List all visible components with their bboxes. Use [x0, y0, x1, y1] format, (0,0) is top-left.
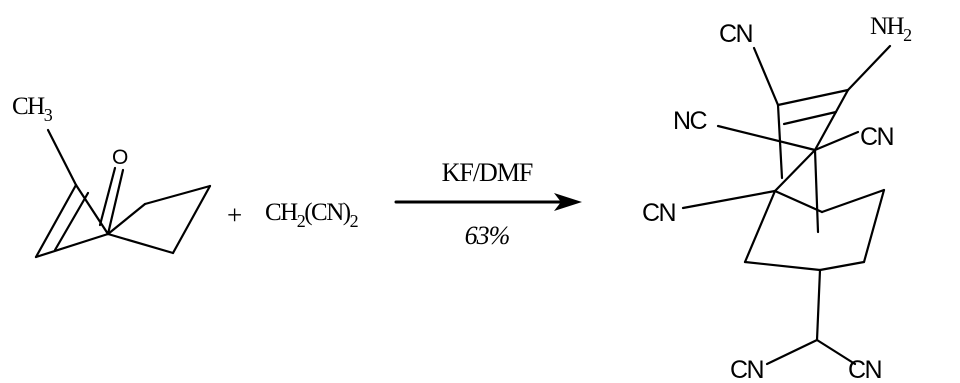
malononitrile-formula: CH2(CN)2	[265, 199, 358, 231]
amine-label: NH2	[870, 13, 911, 45]
reaction-yield: 63%	[465, 221, 510, 250]
carbonyl-oxygen-label: O	[112, 146, 128, 169]
cn-label-top: CN	[719, 20, 753, 48]
product-molecule: CN NH2 NC CN CN CN CN	[642, 13, 913, 383]
reaction-conditions: KF/DMF	[442, 158, 533, 187]
reaction-arrow	[394, 193, 582, 211]
cn-label-bottom-right: CN	[848, 356, 882, 383]
reactant-molecule: CH3 O	[12, 93, 212, 259]
cn-label-bottom-left: CN	[730, 356, 764, 383]
methyl-label: CH3	[12, 93, 53, 125]
product-bonds	[681, 44, 892, 366]
cn-label-right: CN	[860, 123, 894, 151]
reactant-bonds	[34, 128, 212, 259]
plus-sign: +	[227, 200, 242, 230]
nc-label: NC	[673, 107, 708, 135]
cn-label-left: CN	[642, 199, 676, 227]
